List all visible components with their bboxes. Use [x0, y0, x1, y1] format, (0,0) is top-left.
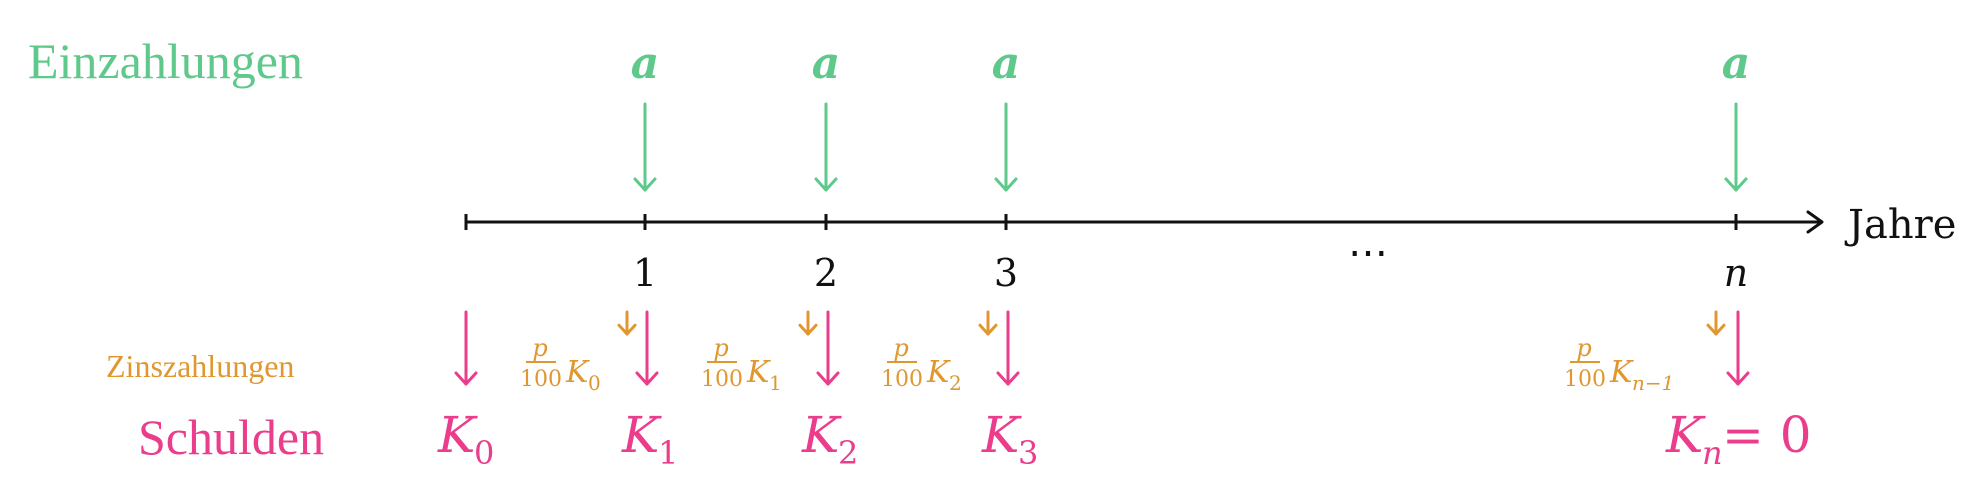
tick-label: 2 [814, 251, 838, 295]
interest-k: K [746, 355, 771, 390]
axis-arrowhead [1806, 210, 1824, 234]
interest-arrow [978, 310, 998, 336]
debt-k-subscript: 0 [474, 434, 494, 472]
interest-fraction-numerator: p [1576, 334, 1591, 362]
deposit-label: a [812, 38, 841, 89]
debt-arrow [1726, 310, 1750, 386]
interest-k-subscript: n−1 [1632, 371, 1674, 395]
deposit-label: a [1722, 38, 1751, 89]
interest-arrow [798, 310, 818, 336]
tick-label: n [1724, 251, 1748, 295]
tick-label: 1 [633, 251, 657, 295]
debt-k: K [621, 406, 662, 464]
interest-k: K [565, 355, 590, 390]
interest-k-subscript: 2 [949, 371, 962, 395]
deposit-label: a [992, 38, 1021, 89]
interest-k: K [926, 355, 951, 390]
ellipsis-label: ⋯ [1348, 230, 1388, 276]
debt-arrow [635, 310, 659, 386]
debt-k: K [981, 406, 1022, 464]
debt-arrow [996, 310, 1020, 386]
schulden-label: Schulden [138, 409, 325, 465]
interest-fraction-denominator: 100 [881, 367, 923, 392]
interest-fraction-denominator: 100 [701, 367, 743, 392]
debt-k-subscript: 1 [658, 434, 678, 472]
interest-fraction-numerator: p [532, 334, 547, 362]
interest-k-subscript: 1 [769, 371, 782, 395]
debt-k-subscript: 3 [1018, 434, 1038, 472]
debt-k: K [1665, 406, 1706, 464]
debt-k: K [801, 406, 842, 464]
interest-k-subscript: 0 [588, 371, 601, 395]
debt-equals-zero: = 0 [1722, 406, 1812, 464]
tick-label: 3 [994, 251, 1018, 295]
deposit-arrow [994, 102, 1018, 192]
interest-arrow [1706, 310, 1726, 336]
debt-arrow [454, 310, 478, 386]
debt-k: K [437, 406, 478, 464]
deposit-arrow [633, 102, 657, 192]
debt-k-subscript: 2 [838, 434, 858, 472]
interest-arrow [617, 310, 637, 336]
interest-k: K [1609, 355, 1634, 390]
interest-fraction-numerator: p [893, 334, 908, 362]
interest-fraction-denominator: 100 [520, 367, 562, 392]
deposit-label: a [631, 38, 660, 89]
interest-fraction-denominator: 100 [1564, 367, 1606, 392]
deposit-arrow [1724, 102, 1748, 192]
debt-k-subscript: n [1702, 434, 1723, 472]
deposit-arrow [814, 102, 838, 192]
zinszahlungen-label: Zinszahlungen [106, 348, 295, 384]
interest-fraction-numerator: p [713, 334, 728, 362]
jahre-label: Jahre [1844, 202, 1956, 248]
debt-arrow [816, 310, 840, 386]
einzahlungen-label: Einzahlungen [28, 33, 303, 89]
